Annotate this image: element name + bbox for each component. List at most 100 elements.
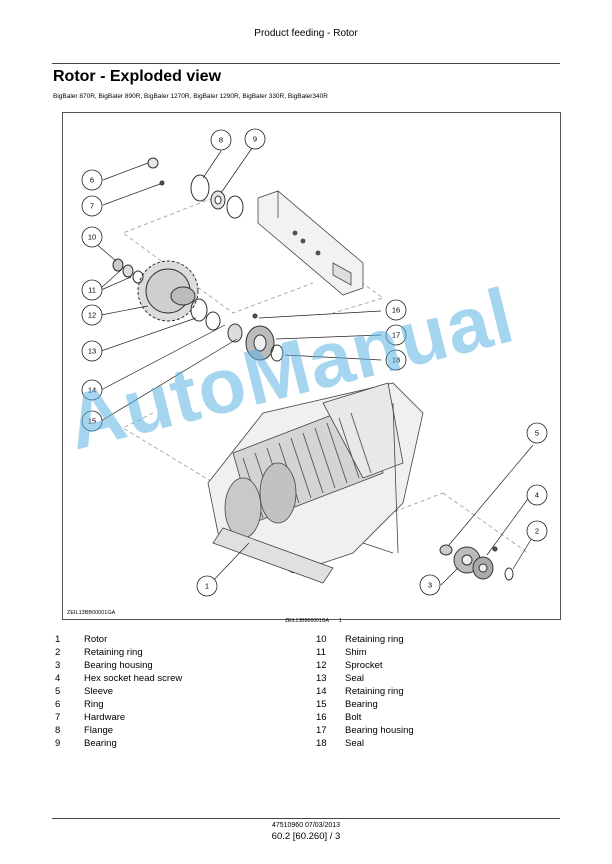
legend-row: 17 Bearing housing — [316, 724, 414, 737]
callout-label: 12 — [88, 311, 96, 320]
callout-14 — [81, 379, 103, 401]
callout-18 — [385, 349, 407, 371]
callout-label: 7 — [90, 202, 94, 211]
legend-number: 4 — [55, 673, 61, 684]
legend-number: 8 — [55, 725, 61, 736]
model-list: BigBaler 870R, BigBaler 890R, BigBaler 1… — [53, 93, 328, 100]
callout-label: 6 — [90, 176, 94, 185]
legend-row: 3 Bearing housing — [55, 659, 182, 672]
legend-label: Retaining ring — [345, 686, 404, 697]
callout-label: 10 — [88, 233, 96, 242]
callout-4 — [526, 484, 548, 506]
legend-row: 6 Ring — [55, 698, 182, 711]
legend-label: Bearing housing — [84, 660, 153, 671]
legend-number: 3 — [55, 660, 61, 671]
callout-label: 18 — [392, 356, 400, 365]
caption-code: ZEIL13BB00001GA — [285, 618, 329, 624]
exploded-view-drawing: 6 7 8 9 10 11 12 13 14 15 16 17 18 5 4 2… — [81, 128, 548, 597]
callout-2 — [526, 520, 548, 542]
legend-number: 18 — [316, 738, 327, 749]
callout-label: 5 — [535, 429, 539, 438]
footer-doc-date: 47510960 07/03/2013 — [271, 822, 341, 829]
callout-11 — [81, 279, 103, 301]
legend-number: 15 — [316, 699, 327, 710]
legend-row: 13 Seal — [316, 672, 414, 685]
legend-row: 15 Bearing — [316, 698, 414, 711]
callout-10 — [81, 226, 103, 248]
legend-row: 8 Flange — [55, 724, 182, 737]
legend-label: Seal — [345, 673, 365, 684]
bottom-divider — [52, 818, 560, 819]
callout-17 — [385, 324, 407, 346]
section-header: Product feeding - Rotor — [254, 28, 358, 39]
legend-row: 16 Bolt — [316, 711, 414, 724]
legend-number: 9 — [55, 738, 61, 749]
legend-label: Bolt — [345, 712, 362, 723]
figure-caption: ZEIL13BB00001GA 1 — [285, 618, 342, 624]
callout-13 — [81, 340, 103, 362]
legend-row: 11 Shim — [316, 646, 414, 659]
legend-number: 12 — [316, 660, 327, 671]
legend-number: 13 — [316, 673, 327, 684]
callout-label: 9 — [253, 135, 257, 144]
callout-label: 1 — [205, 582, 209, 591]
legend-number: 11 — [316, 647, 326, 658]
legend-number: 1 — [55, 634, 61, 645]
legend-row: 5 Sleeve — [55, 685, 182, 698]
callout-3 — [419, 574, 441, 596]
legend-label: Bearing housing — [345, 725, 414, 736]
callout-label: 15 — [88, 417, 96, 426]
legend-label: Bearing — [84, 738, 117, 749]
legend-number: 16 — [316, 712, 327, 723]
legend-label: Bearing — [345, 699, 378, 710]
legend-label: Flange — [84, 725, 114, 736]
legend-number: 10 — [316, 634, 327, 645]
callout-12 — [81, 304, 103, 326]
callout-label: 4 — [535, 491, 539, 500]
legend-label: Sprocket — [345, 660, 383, 671]
legend-row: 2 Retaining ring — [55, 646, 182, 659]
legend-number: 6 — [55, 699, 61, 710]
legend-label: Rotor — [84, 634, 108, 645]
legend-label: Sleeve — [84, 686, 114, 697]
top-divider — [52, 63, 560, 64]
legend-row: 14 Retaining ring — [316, 685, 414, 698]
legend-label: Hex socket head screw — [84, 673, 183, 684]
callout-label: 2 — [535, 527, 539, 536]
callout-6 — [81, 169, 103, 191]
page-title: Rotor - Exploded view — [53, 68, 222, 85]
caption-number: 1 — [338, 618, 342, 624]
callout-label: 11 — [88, 286, 96, 295]
callout-1 — [196, 575, 218, 597]
footer-page-ref: 60.2 [60.260] / 3 — [271, 831, 341, 842]
exploded-view-figure: 6 7 8 9 10 11 12 13 14 15 16 17 18 5 4 2… — [62, 112, 561, 620]
legend-number: 7 — [55, 712, 61, 723]
legend-number: 17 — [316, 725, 327, 736]
legend-number: 14 — [316, 686, 327, 697]
callout-9 — [244, 128, 266, 150]
callout-16 — [385, 299, 407, 321]
legend-label: Retaining ring — [84, 647, 143, 658]
legend-number: 2 — [55, 647, 61, 658]
legend-label: Hardware — [84, 712, 126, 723]
callout-label: 14 — [88, 386, 96, 395]
legend-label: Shim — [345, 647, 367, 658]
legend-number: 5 — [55, 686, 61, 697]
callout-label: 17 — [392, 331, 400, 340]
legend-row: 1 Rotor — [55, 633, 182, 646]
callout-label: 16 — [392, 306, 400, 315]
legend-label: Ring — [84, 699, 104, 710]
callout-15 — [81, 410, 103, 432]
figure-code: ZEIL13BB00001GA — [67, 610, 116, 616]
callout-label: 13 — [88, 347, 96, 356]
legend-row: 4 Hex socket head screw — [55, 672, 182, 685]
callout-label: 3 — [428, 581, 432, 590]
callout-7 — [81, 195, 103, 217]
callout-label: 8 — [219, 136, 223, 145]
callout-8 — [210, 129, 232, 151]
legend-row: 7 Hardware — [55, 711, 182, 724]
